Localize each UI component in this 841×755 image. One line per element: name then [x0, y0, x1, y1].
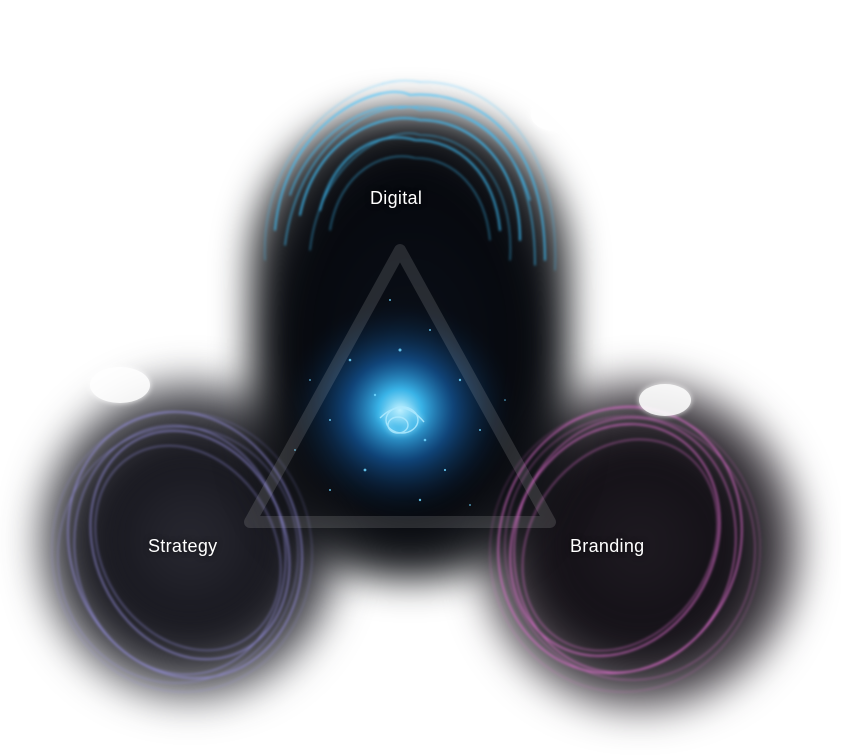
digital-label: Digital: [370, 188, 423, 208]
strategy-energy-ring: [51, 411, 313, 693]
branding-label: Branding: [570, 536, 645, 556]
branding-energy-ring: [489, 405, 761, 693]
light-flares: [90, 99, 691, 416]
core-nebula: [280, 295, 520, 525]
strategy-label: Strategy: [148, 536, 218, 556]
triangle-outline: [244, 244, 556, 528]
digital-energy-ring: [264, 80, 556, 271]
